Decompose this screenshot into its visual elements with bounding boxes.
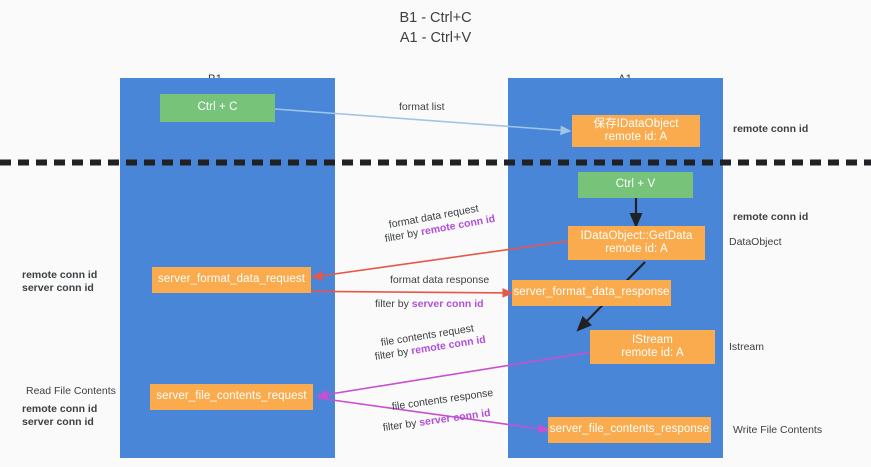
node-idataobject-getdata[interactable]: IDataObject::GetData remote id: A bbox=[568, 226, 705, 260]
edge-format-list bbox=[274, 108, 572, 136]
node-server-file-contents-request-label: server_file_contents_request bbox=[156, 390, 307, 403]
annotation-right-remote-conn-id-top: remote conn id bbox=[733, 123, 809, 135]
node-idataobject-getdata-label: IDataObject::GetData bbox=[580, 229, 693, 242]
node-ctrl-v[interactable]: Ctrl + V bbox=[578, 172, 693, 198]
node-save-idataobject-label: 保存IDataObject bbox=[593, 117, 679, 130]
phase-divider bbox=[0, 159, 871, 166]
node-server-file-contents-request[interactable]: server_file_contents_request bbox=[150, 384, 313, 410]
annotation-right-write-file-contents: Write File Contents bbox=[733, 424, 823, 436]
page-title: B1 - Ctrl+C A1 - Ctrl+V bbox=[399, 10, 472, 46]
annotation-right-dataobject: DataObject bbox=[729, 236, 782, 248]
edge-format-data-request bbox=[311, 239, 577, 281]
node-save-idataobject-sublabel: remote id: A bbox=[604, 131, 668, 143]
node-server-format-data-request[interactable]: server_format_data_request bbox=[152, 267, 311, 293]
node-server-format-data-response[interactable]: server_format_data_response bbox=[512, 280, 671, 306]
edge-label-format-list: format list bbox=[399, 101, 445, 113]
annotation-left-read-file-contents: Read File Contents bbox=[26, 385, 116, 397]
annotation-right-remote-conn-id-mid: remote conn id bbox=[733, 211, 809, 223]
node-istream-sublabel: remote id: A bbox=[621, 347, 684, 359]
node-idataobject-getdata-sublabel: remote id: A bbox=[605, 243, 668, 255]
node-istream-label: IStream bbox=[632, 333, 673, 346]
node-ctrl-c-label: Ctrl + C bbox=[197, 101, 238, 114]
edge-label-format-data-response-filter: filter by server conn id bbox=[375, 298, 484, 311]
edge-file-contents-response bbox=[317, 397, 550, 434]
annotation-left-remote-conn-id-1: remote conn id bbox=[22, 269, 98, 281]
node-server-format-data-response-label: server_format_data_response bbox=[513, 286, 670, 299]
node-istream[interactable]: IStream remote id: A bbox=[590, 330, 715, 364]
edge-file-contents-request bbox=[316, 351, 593, 400]
node-server-file-contents-response[interactable]: server_file_contents_response bbox=[548, 417, 711, 443]
annotation-left-server-conn-id-1: server conn id bbox=[22, 282, 94, 294]
node-server-file-contents-response-label: server_file_contents_response bbox=[549, 423, 710, 436]
edge-label-format-data-response: format data response bbox=[390, 274, 490, 286]
node-save-idataobject[interactable]: 保存IDataObject remote id: A bbox=[572, 115, 700, 147]
annotation-left-server-conn-id-2: server conn id bbox=[22, 416, 94, 428]
node-server-format-data-request-label: server_format_data_request bbox=[157, 273, 306, 286]
filter-prefix-2: filter by bbox=[375, 298, 412, 310]
filter-key-server-conn-id-1: server conn id bbox=[411, 298, 484, 310]
annotation-right-istream: Istream bbox=[729, 341, 765, 353]
node-ctrl-v-label: Ctrl + V bbox=[615, 178, 656, 191]
node-ctrl-c[interactable]: Ctrl + C bbox=[160, 94, 275, 122]
annotation-left-remote-conn-id-2: remote conn id bbox=[22, 403, 98, 415]
